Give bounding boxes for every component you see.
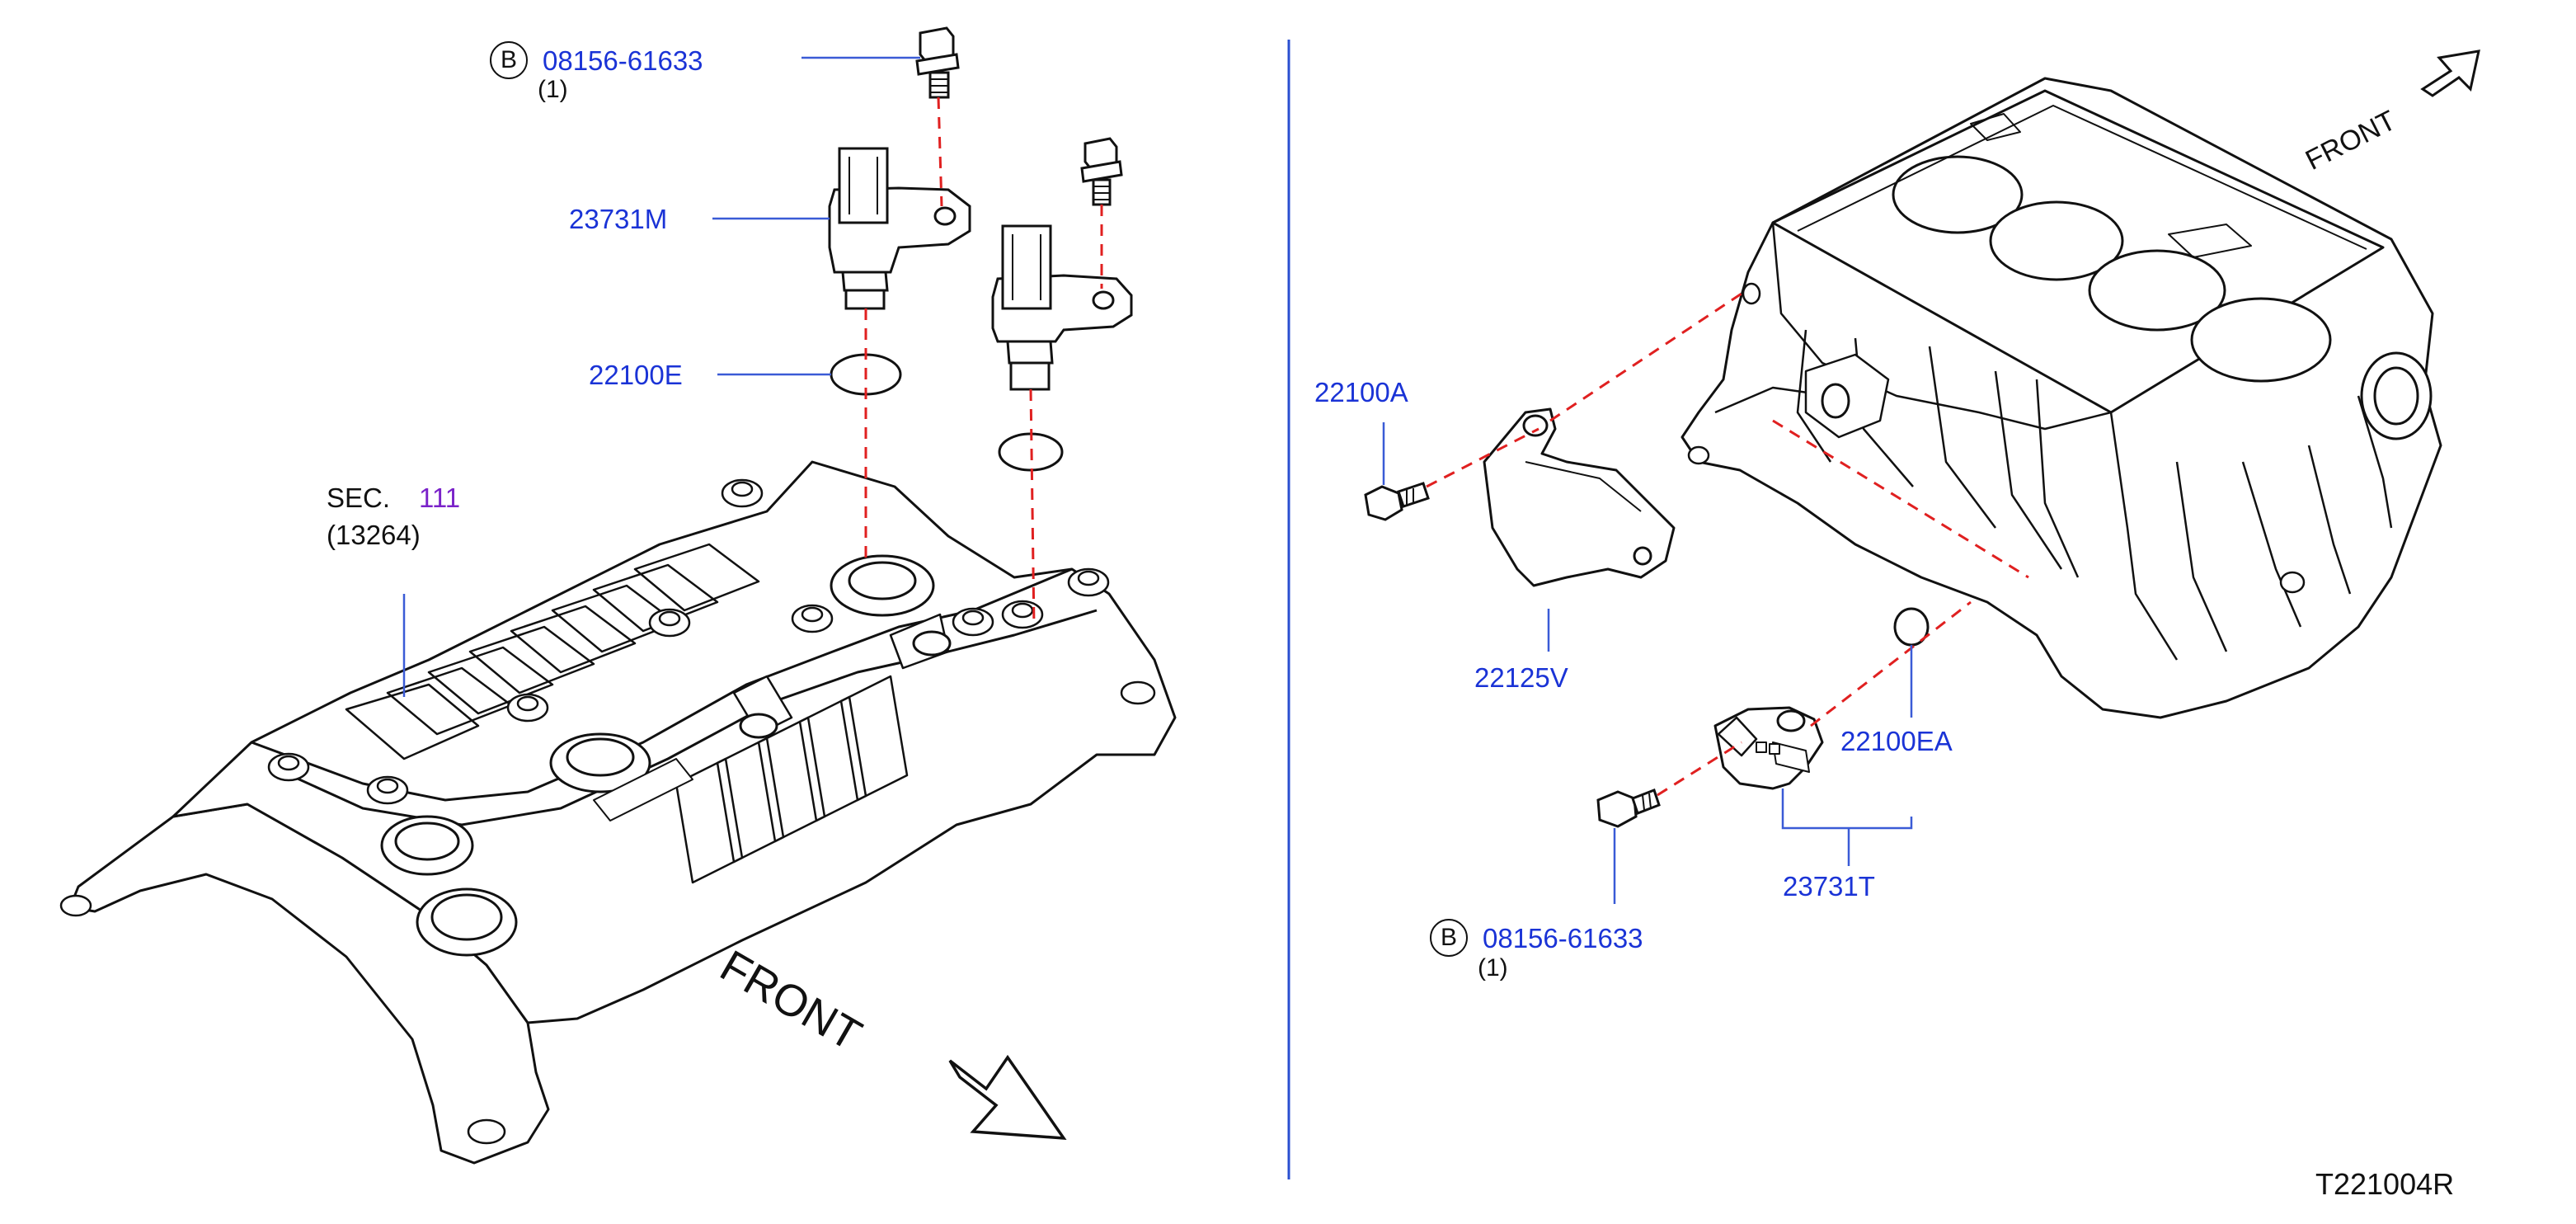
oring-right-part-number[interactable]: 22100EA — [1840, 726, 1953, 756]
section-ref-prefix: SEC. — [327, 483, 391, 513]
front-arrow-left-icon — [948, 1054, 1067, 1141]
bracket-22125V-illustration — [1483, 407, 1676, 587]
engine-block-illustration — [1681, 77, 2442, 719]
bolt-top-illustration — [915, 26, 960, 99]
sensor-right-part-number[interactable]: 23731T — [1783, 871, 1875, 902]
bolt-bottom-quantity: (1) — [1478, 954, 1508, 982]
bolt-top-part-number[interactable]: 08156-61633 — [543, 45, 703, 76]
bolt-top-badge: B — [490, 41, 528, 79]
alignment-lines-right — [1426, 289, 2029, 797]
bracket-part-number[interactable]: 22125V — [1474, 662, 1568, 693]
bolt-bottom-illustration — [1596, 789, 1661, 828]
alignment-lines-left — [864, 97, 1103, 628]
camshaft-sensor-top-illustration — [828, 147, 971, 310]
leader-lines-left — [402, 56, 920, 697]
diagram-id: T221004R — [2315, 1167, 2455, 1201]
camshaft-sensor-second-illustration — [991, 224, 1133, 391]
leader-lines-right — [1382, 422, 1913, 904]
bolt-bottom-part-number[interactable]: 08156-61633 — [1483, 923, 1643, 953]
bolt-second-illustration — [1080, 137, 1123, 206]
bolt-top-quantity: (1) — [538, 76, 568, 103]
crankshaft-sensor-illustration — [1713, 706, 1824, 790]
valve-cover-illustration — [59, 460, 1177, 1165]
front-arrow-right-icon — [2420, 49, 2480, 97]
bolt-22100A-part-number[interactable]: 22100A — [1314, 377, 1408, 407]
section-ref-number[interactable]: 111 — [419, 483, 461, 513]
bolt-22100A-illustration — [1364, 482, 1430, 521]
bolt-bottom-badge: B — [1430, 919, 1468, 957]
sensor-top-part-number[interactable]: 23731M — [569, 204, 668, 234]
oring-top-part-number[interactable]: 22100E — [589, 360, 683, 390]
section-ref-subnumber: (13264) — [327, 520, 421, 550]
